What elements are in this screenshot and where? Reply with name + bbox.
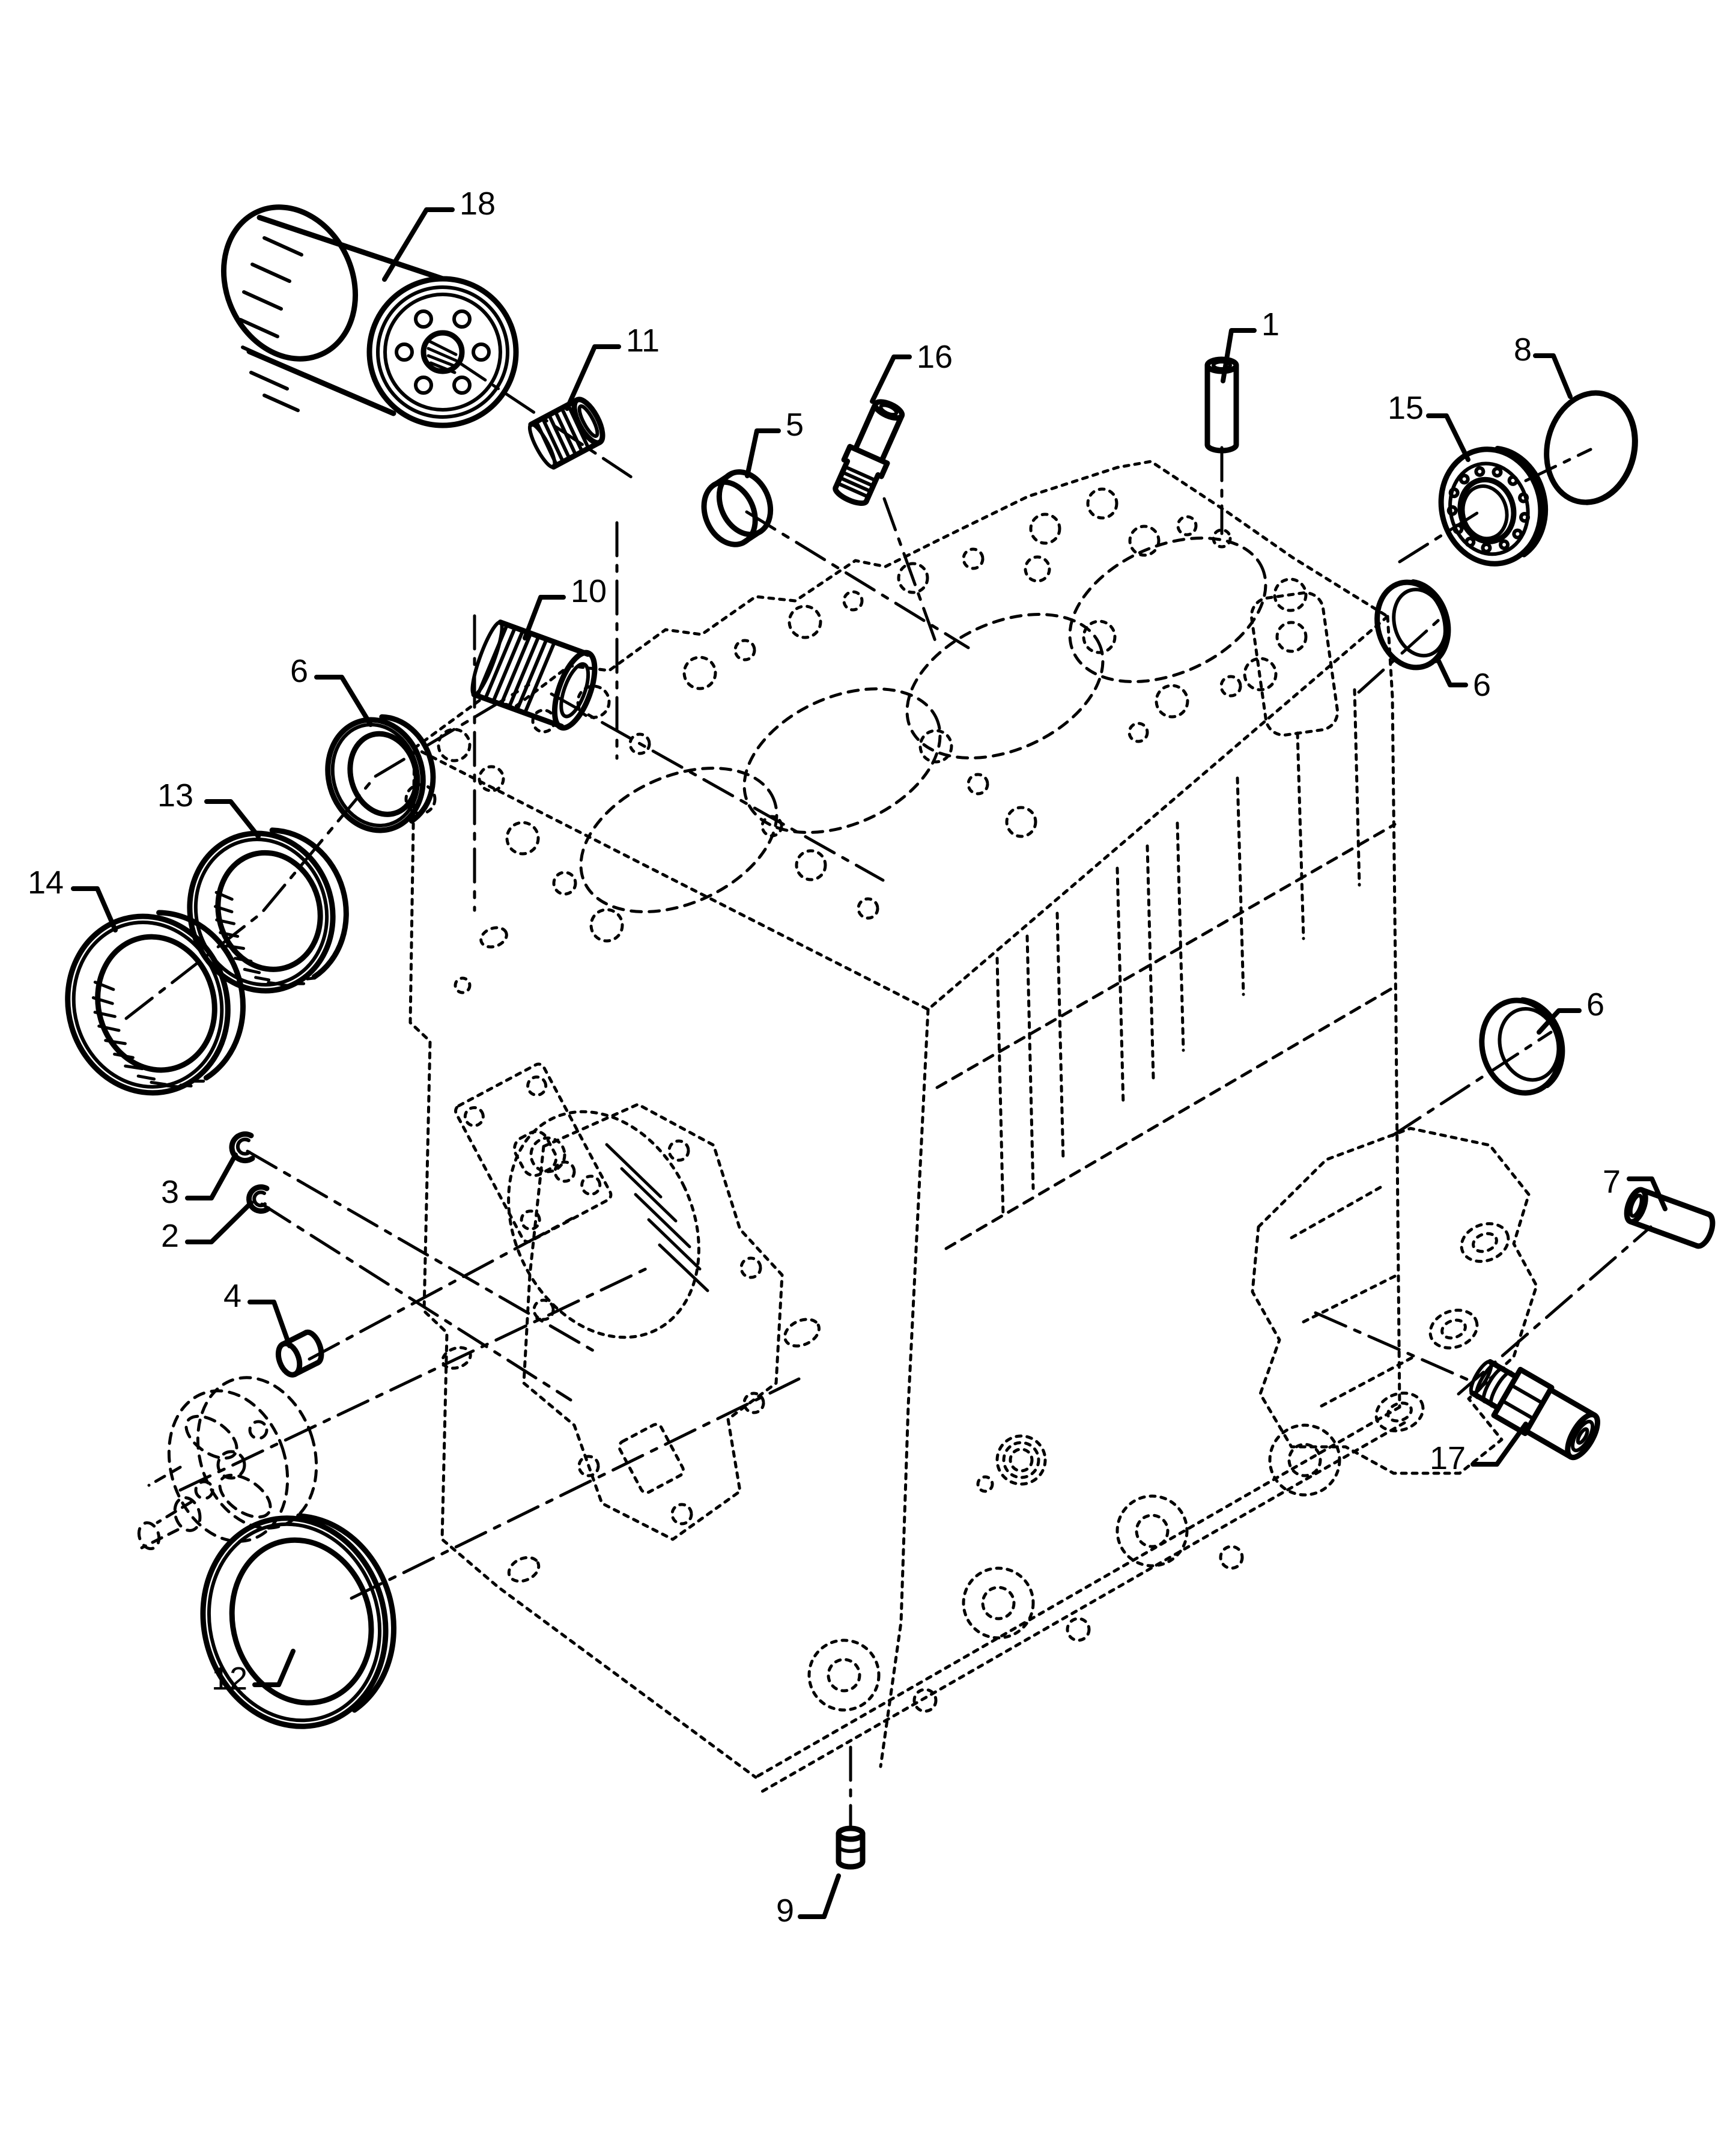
cylinder-bore-1 [579,767,778,913]
bracket [1251,1127,1538,1475]
callout-number-6: 6 [1586,987,1604,1023]
callout-number-18: 18 [460,186,496,222]
callout-number-14: 14 [28,865,64,901]
callout-number-9: 9 [776,1893,794,1929]
part-6-ring-left [325,714,436,833]
part-16-fitting [833,399,905,506]
callout-leader-6 [1537,1008,1582,1035]
callout-leader-4 [247,1300,292,1348]
callout-number-16: 16 [917,339,953,375]
part-12-ring [200,1513,396,1729]
cylinder-bore-4 [1068,537,1267,683]
side-pocket [1249,591,1340,737]
callout-leader-10 [523,595,566,640]
part-10-threaded-plug [470,619,598,731]
part-8-disc-plug [1544,390,1638,505]
filter-grip-flutes [238,236,303,412]
callout-leader-1 [1221,328,1257,383]
callout-leader-12 [252,1649,296,1687]
crank-hub [137,1376,318,1550]
deck-holes [404,487,1308,943]
callout-leader-2 [185,1200,253,1244]
part-1-dowel-pin [1204,356,1239,454]
callout-leader-9 [798,1873,841,1919]
callout-leader-18 [382,207,455,282]
callout-leader-8 [1533,353,1573,399]
callout-leader-11 [565,344,621,411]
callout-leader-7 [1627,1176,1668,1211]
callout-number-11: 11 [626,323,660,359]
front-plate [454,1062,613,1244]
callout-number-6: 6 [290,653,308,689]
part-9-plug [836,1825,866,1870]
callout-number-17: 17 [1430,1440,1466,1476]
needle-hatch-13 [213,890,317,988]
side-boss-lines [995,688,1361,1219]
part-15-bearing [1438,445,1548,567]
block-bottom-edge [754,1405,1406,1794]
needle-hatch-14 [91,981,205,1089]
callout-number-13: 13 [157,777,193,814]
pump-gland [522,1103,784,1541]
callout-leader-5 [745,428,781,478]
part-13-bearing [187,827,349,994]
callout-number-5: 5 [786,407,804,443]
callout-leader-13 [204,799,261,839]
part-18-oil-filter [220,204,519,428]
front-right-junction-edge [879,1008,930,1768]
part-17-fitting [1469,1359,1600,1461]
callout-leader-3 [185,1152,238,1200]
filter-bolt-holes [395,309,491,395]
part-4-plug [275,1329,324,1378]
callout-number-2: 2 [161,1218,179,1254]
callout-number-3: 3 [161,1174,179,1210]
cylinder-bore-3 [905,613,1105,759]
callout-leader-15 [1426,413,1470,462]
callout-leader-17 [1470,1422,1528,1467]
callout-number-10: 10 [571,573,607,609]
side-rail-2 [944,984,1399,1250]
callout-number-12: 12 [211,1661,247,1697]
front-face-left-edge [408,746,757,1779]
part-5-cup-plug [701,469,774,547]
callout-leader-14 [71,886,118,933]
part-6-cup-plug-upper [1374,579,1451,671]
centerlines [124,360,1653,1830]
side-rail-1 [935,823,1397,1089]
callout-number-15: 15 [1388,390,1424,426]
part-6-cup-plug-right [1479,997,1565,1096]
part-2-clip [246,1184,271,1214]
cam-bore-boss [976,1434,1047,1493]
part-14-bearing [65,910,246,1096]
bearing-arches [807,1423,1341,1713]
part-3-clip [229,1131,255,1164]
part-7-pin [1624,1187,1716,1249]
bearing-rollers [1446,466,1531,553]
cylinder-bore-2 [742,687,942,834]
parts [65,204,1716,1870]
engine-block [137,460,1538,1794]
callout-leader-16 [870,354,912,404]
deck-far-edge [413,460,1389,750]
callout-number-7: 7 [1603,1164,1621,1200]
callout-leader-6 [1434,655,1468,687]
pump-cavity [507,1110,709,1339]
right-face-corner-edge [1386,615,1401,1409]
callout-leader-6 [314,675,373,727]
callout-number-6: 6 [1473,667,1491,703]
callout-number-1: 1 [1261,306,1279,342]
callout-number-4: 4 [223,1278,241,1314]
callout-number-8: 8 [1514,332,1532,368]
